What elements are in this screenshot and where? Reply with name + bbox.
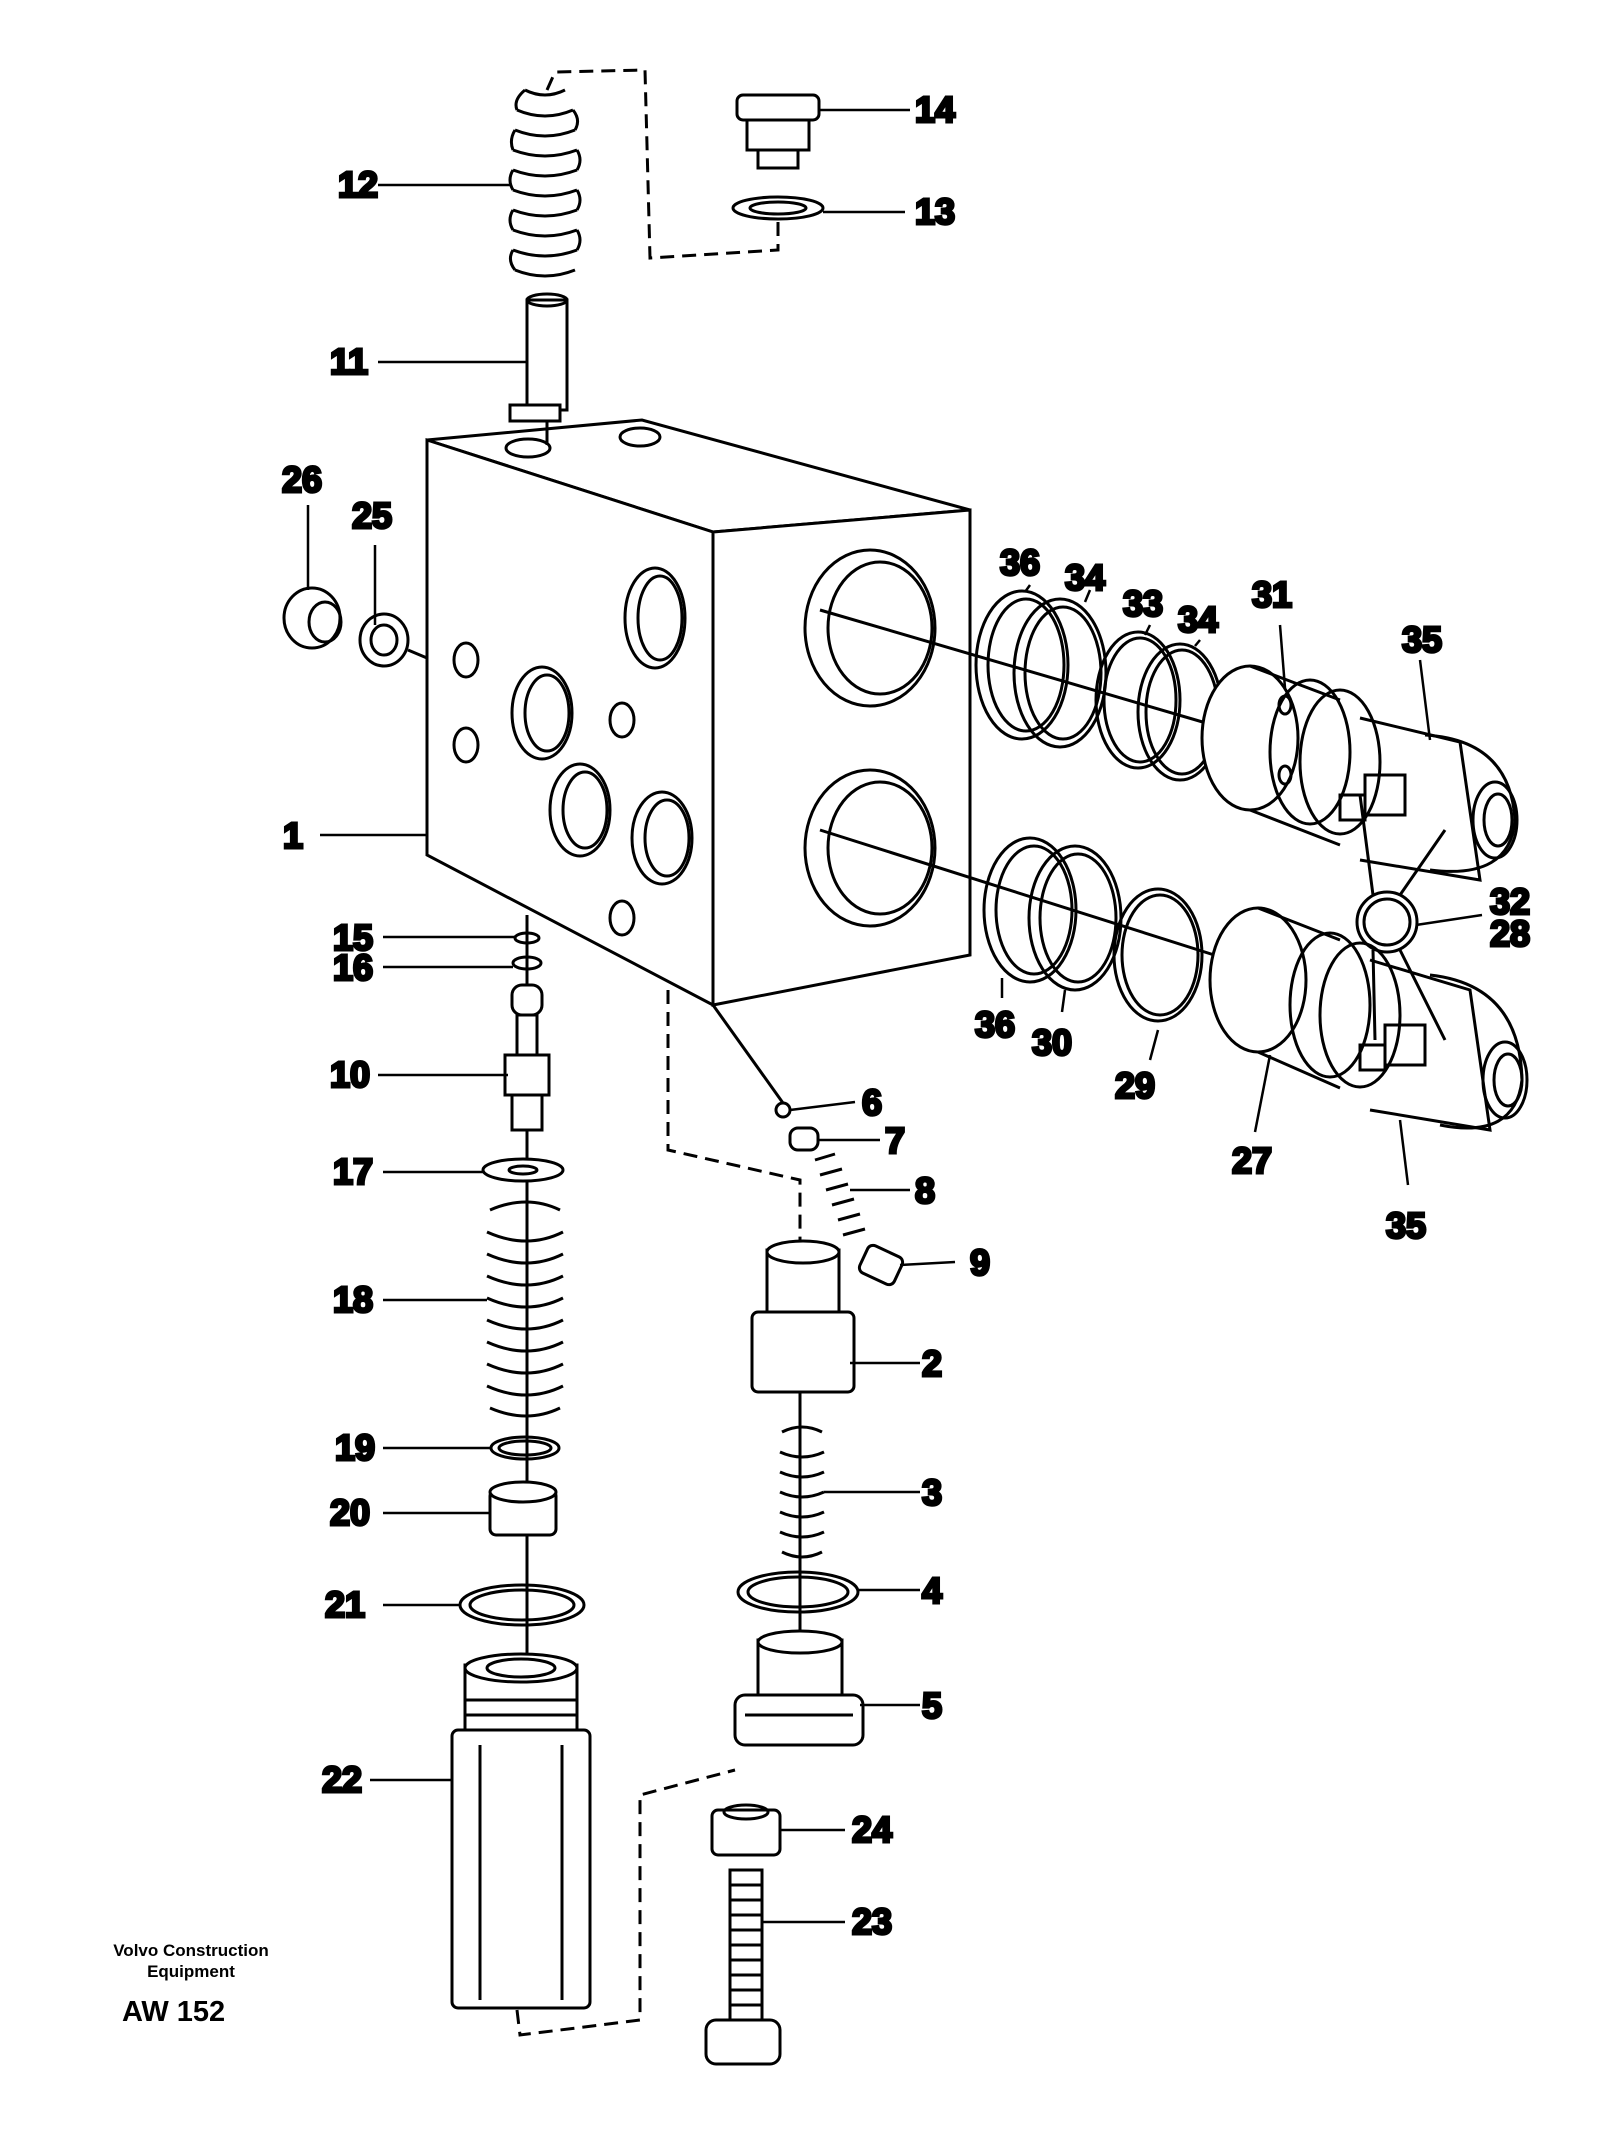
callout-10: 10 (330, 1054, 370, 1095)
washer-13-part (731, 195, 825, 221)
ring-19-part (489, 1435, 561, 1461)
callout-13: 13 (915, 191, 955, 232)
callout-24: 24 (852, 1809, 892, 1850)
callout-36-upper: 36 (1000, 542, 1040, 583)
callout-27: 27 (1232, 1140, 1272, 1181)
housing-22-part (450, 1652, 592, 2010)
callout-26: 26 (282, 459, 322, 500)
o-ring-32-28-part (1355, 890, 1419, 954)
callout-34-a: 34 (1065, 557, 1105, 598)
callout-12: 12 (338, 164, 378, 205)
seal-ring-36-upper (974, 589, 1070, 741)
callout-16: 16 (333, 947, 373, 988)
callout-20: 20 (330, 1492, 370, 1533)
dashed-guide-middle (666, 990, 802, 1240)
arrows-32-28 (1358, 794, 1447, 1041)
callout-3: 3 (922, 1472, 942, 1513)
callout-1: 1 (283, 815, 303, 856)
manufacturer-line-2: Equipment (147, 1962, 235, 1981)
cartridge-31-part (1200, 664, 1382, 847)
callout-11: 11 (330, 341, 368, 382)
callout-2: 2 (922, 1343, 942, 1384)
pin-11-part (508, 292, 569, 423)
callout-34-b: 34 (1178, 599, 1218, 640)
guide-upper-port (819, 608, 1231, 732)
spring-3-part (779, 1425, 825, 1559)
valve-block-part (425, 418, 972, 1008)
seat-7-part (788, 1126, 820, 1152)
screw-23-part (704, 1868, 782, 2066)
spring-8-part (814, 1152, 866, 1237)
o-ring-33-part (1094, 630, 1182, 770)
dashed-guide-bottom (515, 1768, 736, 2037)
diagram-code: AW 152 (122, 1996, 226, 2028)
callout-35-upper: 35 (1402, 619, 1442, 660)
spool-2-part (750, 1239, 856, 1394)
callout-33: 33 (1123, 583, 1163, 624)
spring-18-part (486, 1200, 564, 1418)
plug-5-part (733, 1629, 865, 1747)
callout-labels: 1 2 3 4 5 6 7 8 9 10 11 12 13 14 15 16 1… (281, 88, 1532, 1944)
spring-12-part (508, 88, 582, 278)
callout-19: 19 (335, 1427, 375, 1468)
valve-10-part (503, 983, 551, 1132)
screw-9-part (857, 1243, 905, 1287)
callout-22: 22 (322, 1759, 362, 1800)
ball-6-part (774, 1101, 792, 1119)
callout-8: 8 (915, 1170, 935, 1211)
guide-lower-port (819, 828, 1231, 962)
callout-21: 21 (325, 1584, 365, 1625)
o-ring-21-part (458, 1583, 586, 1627)
callout-28: 28 (1490, 913, 1530, 954)
callout-29: 29 (1115, 1065, 1155, 1106)
solenoid-35-upper-part (1338, 716, 1519, 882)
ring-16-part (511, 955, 543, 971)
nut-24-part (710, 1803, 782, 1857)
manufacturer-line-1: Volvo Construction (113, 1941, 269, 1960)
callout-32: 32 (1490, 881, 1530, 922)
plug-26-part (282, 586, 343, 650)
callout-18: 18 (333, 1279, 373, 1320)
callout-17: 17 (333, 1151, 373, 1192)
o-ring-29-part (1112, 887, 1204, 1023)
callout-14: 14 (915, 89, 955, 130)
dashed-guide-top (545, 68, 780, 260)
callout-15: 15 (333, 917, 373, 958)
washer-25-part (358, 612, 410, 668)
callout-31: 31 (1252, 574, 1292, 615)
cartridge-27-part (1208, 906, 1402, 1090)
callout-23: 23 (852, 1901, 892, 1942)
callout-7: 7 (885, 1120, 905, 1161)
callout-6: 6 (862, 1082, 882, 1123)
callout-25: 25 (352, 495, 392, 536)
solenoid-35-lower-part (1358, 958, 1529, 1132)
callout-36-lower: 36 (975, 1004, 1015, 1045)
leader-lines (306, 108, 1483, 1924)
cap-20-part (488, 1480, 558, 1537)
plug-14-part (735, 93, 821, 170)
o-ring-4-part (736, 1570, 860, 1614)
callout-30: 30 (1032, 1022, 1072, 1063)
washer-17-part (481, 1157, 565, 1183)
guide-25-block (407, 648, 428, 660)
guide-6-block (711, 1004, 785, 1104)
manufacturer-caption: Volvo Construction Equipment (96, 1940, 286, 1982)
callout-9: 9 (970, 1242, 990, 1283)
callout-5: 5 (922, 1685, 942, 1726)
callout-35-lower: 35 (1386, 1205, 1426, 1246)
callout-4: 4 (922, 1570, 942, 1611)
